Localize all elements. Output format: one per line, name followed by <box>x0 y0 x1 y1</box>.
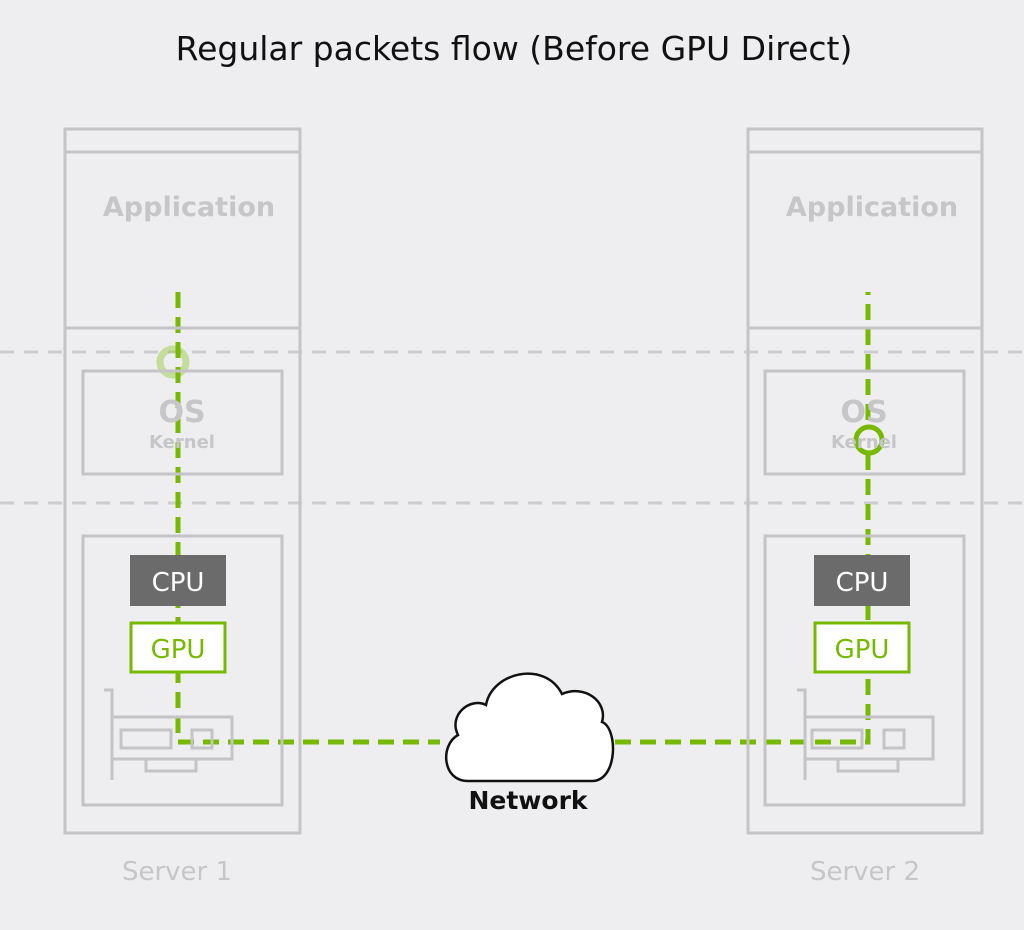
hardware-box <box>81 534 284 807</box>
server-2-packet-path <box>615 292 871 745</box>
server-2-frame <box>746 127 984 835</box>
gpu-label: GPU <box>151 635 206 665</box>
os-box <box>81 369 284 476</box>
gpu-label: GPU <box>835 635 890 665</box>
packet-marker-faded <box>156 345 190 379</box>
hardware-box <box>763 534 966 807</box>
os-label: OS <box>158 395 205 430</box>
nic-card-icon <box>104 688 234 780</box>
nic-card-icon <box>797 688 935 780</box>
application-label: Application <box>786 192 958 223</box>
server-1: Application OS Kernel CPU GPU Server 1 <box>63 127 302 887</box>
packet-marker <box>853 424 885 456</box>
gpu-box <box>813 621 911 674</box>
os-box <box>763 369 966 476</box>
application-label: Application <box>103 192 275 223</box>
cpu-label: CPU <box>836 568 889 598</box>
server-2-label: Server 2 <box>810 857 920 887</box>
cpu-box <box>130 555 226 606</box>
cloud-icon <box>445 672 615 783</box>
kernel-label: Kernel <box>831 432 897 453</box>
server-1-label: Server 1 <box>122 857 232 887</box>
network-label: Network <box>468 786 588 815</box>
server-1-frame <box>63 127 302 835</box>
cpu-box <box>814 555 910 606</box>
os-label: OS <box>840 395 887 430</box>
gpu-box <box>129 621 227 674</box>
diagram-title: Regular packets flow (Before GPU Direct) <box>176 29 853 68</box>
cpu-label: CPU <box>152 568 205 598</box>
server-1-packet-path <box>175 292 440 745</box>
kernel-label: Kernel <box>149 432 215 453</box>
server-2: Application OS Kernel CPU GPU Server 2 <box>746 127 984 887</box>
